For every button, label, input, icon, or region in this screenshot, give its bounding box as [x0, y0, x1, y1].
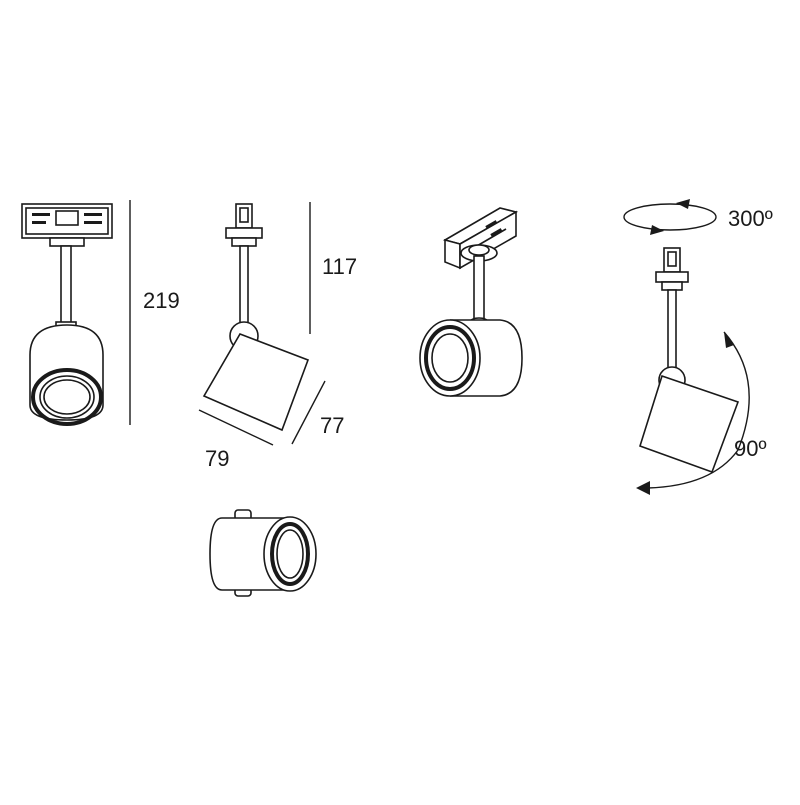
bottom-view-spotlight — [209, 509, 317, 597]
front-view-spotlight: 219 — [21, 200, 180, 426]
dimension-77: 77 — [320, 413, 344, 438]
isometric-view-spotlight — [419, 207, 523, 397]
dimension-117: 117 — [322, 254, 357, 279]
rotation-90: 90º — [734, 436, 767, 461]
rotation-300: 300º — [728, 206, 773, 231]
dimension-219: 219 — [143, 288, 180, 313]
rotation-view-spotlight: 300º 90º — [623, 199, 773, 495]
side-view-spotlight: 117 79 77 — [198, 202, 357, 471]
dimension-79: 79 — [205, 446, 229, 471]
